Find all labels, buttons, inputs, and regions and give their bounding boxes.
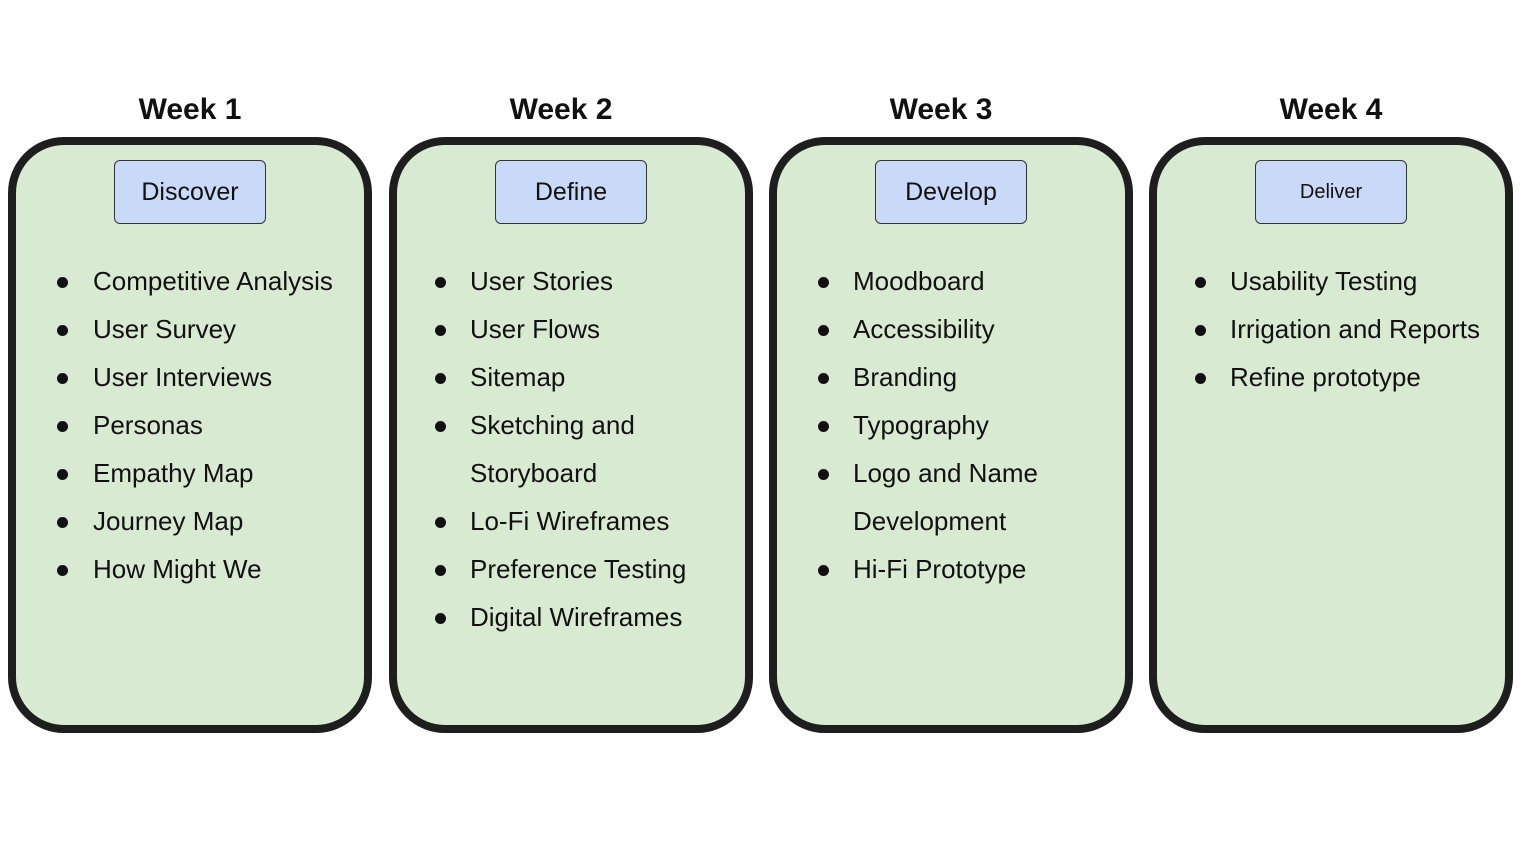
list-item: Sitemap	[397, 353, 745, 401]
list-item: Digital Wireframes	[397, 593, 745, 641]
list-item: User Stories	[397, 257, 745, 305]
list-item: How Might We	[16, 545, 364, 593]
list-item: Irrigation and Reports	[1157, 305, 1505, 353]
list-item: Preference Testing	[397, 545, 745, 593]
phase-badge-deliver: Deliver	[1255, 160, 1407, 224]
week-3-task-list: Moodboard Accessibility Branding Typogra…	[777, 257, 1125, 593]
list-item: Refine prototype	[1157, 353, 1505, 401]
week-3-column: Week 3 Develop Moodboard Accessibility B…	[769, 0, 1133, 864]
week-1-card: Discover Competitive Analysis User Surve…	[8, 137, 372, 733]
list-item: Journey Map	[16, 497, 364, 545]
week-2-title: Week 2	[509, 93, 613, 126]
week-3-card: Develop Moodboard Accessibility Branding…	[769, 137, 1133, 733]
list-item: Moodboard	[777, 257, 1125, 305]
list-item: Lo-Fi Wireframes	[397, 497, 745, 545]
week-4-column: Week 4 Deliver Usability Testing Irrigat…	[1149, 0, 1513, 864]
week-2-card: Define User Stories User Flows Sitemap S…	[389, 137, 753, 733]
list-item: Branding	[777, 353, 1125, 401]
week-4-task-list: Usability Testing Irrigation and Reports…	[1157, 257, 1505, 401]
phase-badge-discover: Discover	[114, 160, 266, 224]
week-1-title: Week 1	[138, 93, 242, 126]
list-item: Sketching and Storyboard	[397, 401, 646, 497]
list-item: Personas	[16, 401, 364, 449]
list-item: User Flows	[397, 305, 745, 353]
list-item: Logo and Name Development	[777, 449, 1079, 545]
week-1-column: Week 1 Discover Competitive Analysis Use…	[8, 0, 372, 864]
list-item: Usability Testing	[1157, 257, 1505, 305]
week-1-task-list: Competitive Analysis User Survey User In…	[16, 257, 364, 593]
phase-badge-develop: Develop	[875, 160, 1027, 224]
list-item: User Interviews	[16, 353, 364, 401]
list-item: Accessibility	[777, 305, 1125, 353]
list-item: Empathy Map	[16, 449, 364, 497]
week-2-column: Week 2 Define User Stories User Flows Si…	[389, 0, 753, 864]
week-3-title: Week 3	[889, 93, 993, 126]
list-item: User Survey	[16, 305, 364, 353]
week-4-card: Deliver Usability Testing Irrigation and…	[1149, 137, 1513, 733]
week-4-title: Week 4	[1279, 93, 1383, 126]
list-item: Hi-Fi Prototype	[777, 545, 1125, 593]
list-item: Competitive Analysis	[16, 257, 364, 305]
list-item: Typography	[777, 401, 1125, 449]
week-2-task-list: User Stories User Flows Sitemap Sketchin…	[397, 257, 745, 641]
phase-badge-define: Define	[495, 160, 647, 224]
